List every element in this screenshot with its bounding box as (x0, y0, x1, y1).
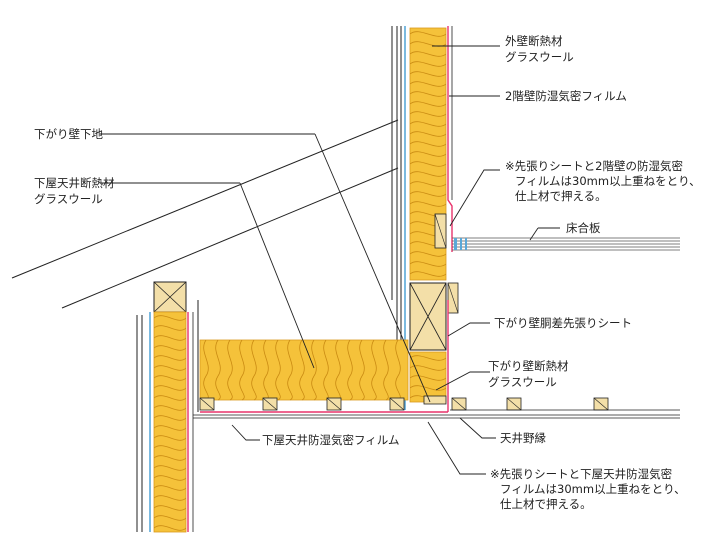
label-note-lower: ※先張りシートと下屋天井防湿気密 フィルムは30mm以上重ねをとり、 仕上材で押… (490, 467, 689, 511)
left-wall-insulation (153, 311, 187, 533)
label-drop-wall-base: 下がり壁下地 (34, 127, 103, 141)
floor-board-dots (454, 238, 467, 250)
label-ceiling-joist: 天井野縁 (500, 431, 546, 445)
floor-board-leader (529, 227, 560, 241)
upper-timber-block (434, 213, 447, 249)
label-note-upper: ※先張りシートと2階壁の防湿気密 フィルムは30mm以上重ねをとり、 仕上材で押… (505, 159, 704, 203)
label-drop-wall-insulation: 下がり壁断熱材 グラスウール (488, 359, 572, 389)
label-floor-board: 床合板 (566, 221, 601, 235)
beam-side-block (447, 282, 459, 314)
label-wall-insulation: 外壁断熱材 グラスウール (505, 34, 574, 64)
ceiling-board (193, 409, 680, 419)
lower-ceiling-insulation (199, 339, 409, 401)
label-lower-ceiling-film: 下屋天井防湿気密フィルム (262, 433, 400, 447)
drop-wall-insulation (409, 351, 447, 405)
joist-diagonals (199, 397, 609, 411)
floor-board (452, 237, 680, 251)
roof-slope (11, 119, 399, 309)
label-lower-ceiling-insulation: 下屋天井断熱材 グラスウール (34, 176, 118, 206)
upper-wall-siding (391, 26, 402, 300)
drop-wall-beam (409, 282, 447, 351)
label-second-floor-film: 2階壁防湿気密フィルム (505, 89, 627, 103)
second-floor-film-line (447, 26, 453, 252)
label-drop-wall-sheet: 下がり壁胴差先張りシート (494, 316, 632, 330)
leader-lines (100, 45, 500, 475)
left-wall-siding (136, 315, 143, 532)
lower-roof-top-plate (153, 281, 187, 313)
